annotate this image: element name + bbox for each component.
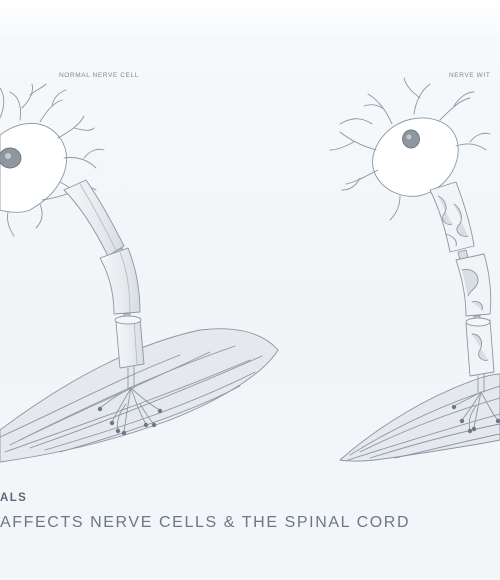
damaged-nerve-cell (329, 77, 500, 462)
nucleus-left (0, 147, 22, 169)
axon-terminals-left (97, 387, 163, 436)
nucleus-right (402, 129, 420, 149)
soma-left (0, 83, 105, 237)
normal-nerve-cell-label: NORMAL NERVE CELL (59, 72, 139, 79)
normal-nerve-cell (0, 83, 279, 463)
soma-right (329, 77, 491, 221)
demyelinated-axon-right (429, 181, 495, 393)
myelinated-axon-left (41, 179, 145, 389)
damaged-nerve-cell-label: NERVE WIT (449, 72, 491, 79)
caption-headline: AFFECTS NERVE CELLS & THE SPINAL CORD (0, 514, 411, 531)
section-tag: ALS (0, 492, 28, 504)
axon-terminals-right (451, 391, 500, 434)
